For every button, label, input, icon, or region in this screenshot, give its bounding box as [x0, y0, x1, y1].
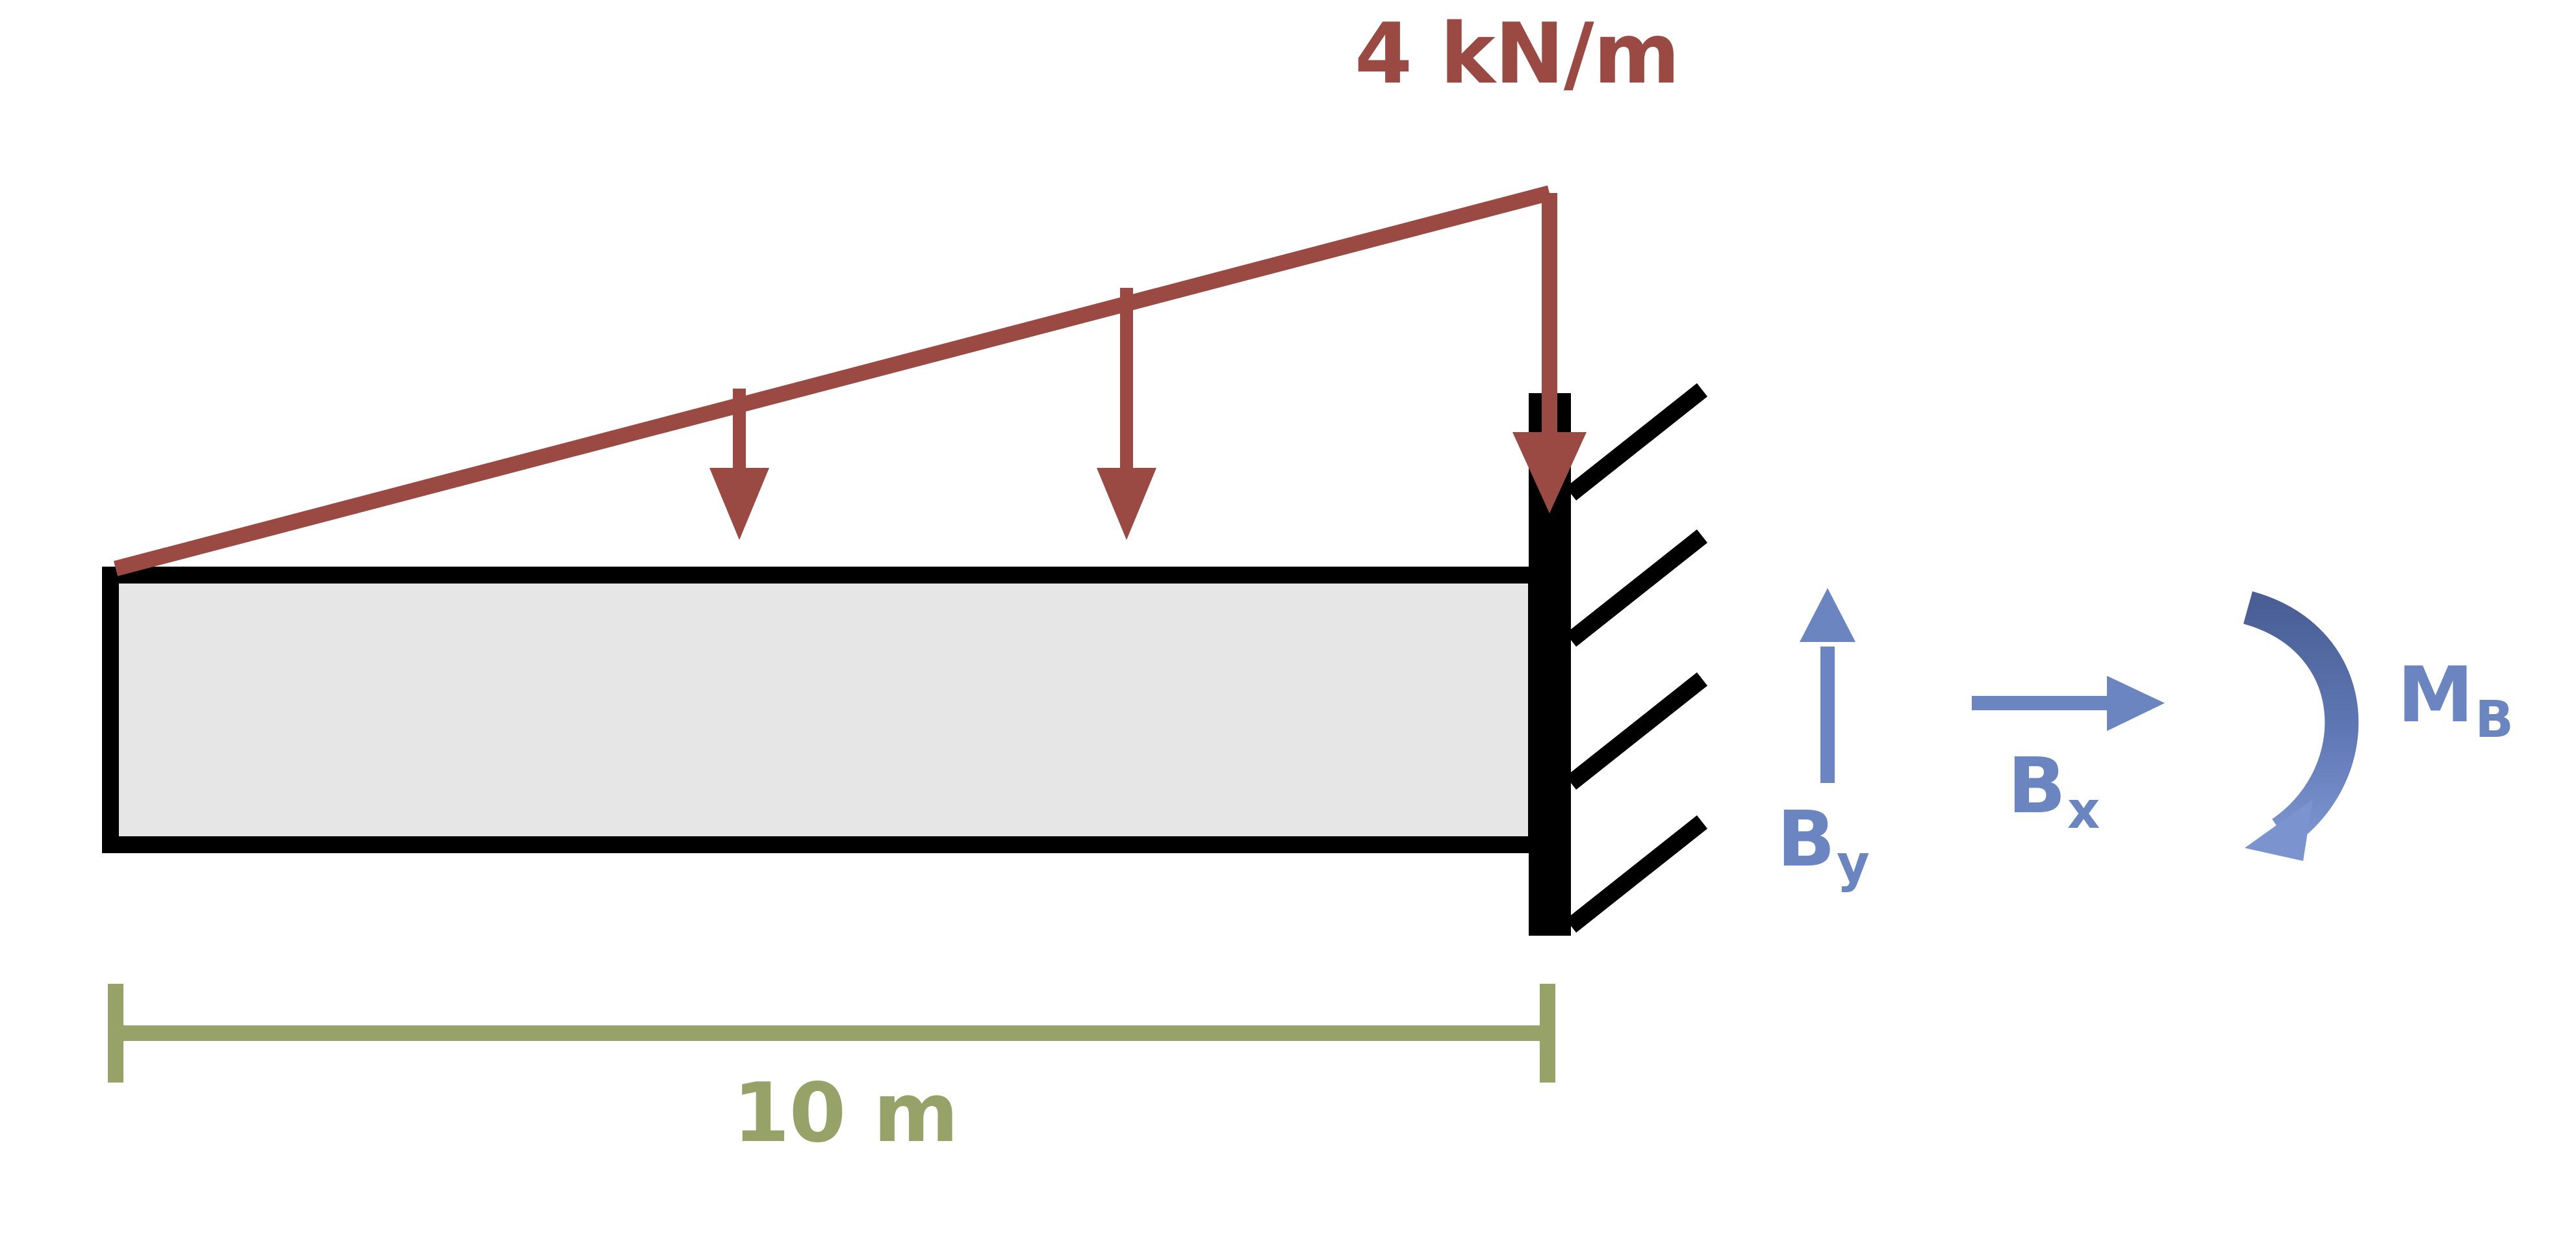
- curved-arrow-icon: [2243, 591, 2359, 861]
- load-magnitude-label: 4 kN/m: [1355, 6, 1680, 103]
- beam-rectangle: [102, 567, 1545, 853]
- hatch-line-icon: [1565, 815, 1708, 933]
- hatch-line-icon: [1565, 383, 1708, 501]
- hatch-line-icon: [1565, 529, 1708, 647]
- reaction-mb-base: M: [2397, 650, 2474, 739]
- reaction-by-subscript: y: [1836, 835, 1870, 893]
- load-envelope-line: [113, 185, 1552, 576]
- down-arrow-icon: [1512, 195, 1587, 513]
- up-arrow-icon: [1800, 588, 1855, 783]
- reaction-bx-label: Bx: [2008, 747, 2100, 836]
- down-arrow-icon: [1097, 288, 1156, 540]
- support-hatching: [1565, 383, 1708, 933]
- reaction-mb-label: MB: [2397, 656, 2514, 745]
- reaction-bx-subscript: x: [2067, 782, 2100, 840]
- dimension-line: [108, 984, 1555, 1083]
- reaction-horizontal-arrow: [1972, 676, 2165, 731]
- distributed-load: [113, 185, 1587, 576]
- reaction-by-label: By: [1777, 801, 1870, 890]
- reaction-mb-subscript: B: [2475, 691, 2514, 749]
- dimension-label: 10 m: [733, 1065, 958, 1161]
- reaction-moment-arrow: [2243, 591, 2359, 861]
- reaction-vertical-arrow: [1800, 588, 1855, 783]
- beam: [102, 567, 1545, 853]
- down-arrow-icon: [709, 389, 769, 540]
- reaction-by-base: B: [1777, 794, 1835, 884]
- hatch-line-icon: [1565, 672, 1708, 790]
- right-arrow-icon: [1972, 676, 2165, 731]
- reaction-bx-base: B: [2008, 741, 2066, 830]
